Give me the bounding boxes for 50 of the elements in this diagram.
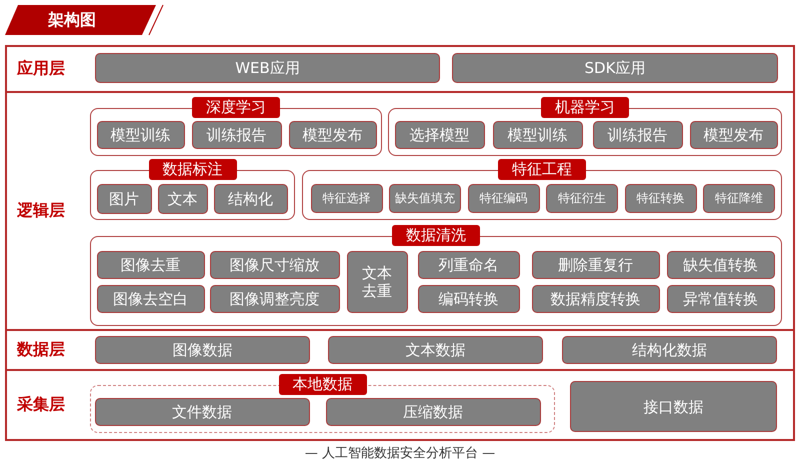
module-box: 结构化数据: [562, 336, 777, 364]
layer-label: 数据层: [17, 340, 65, 360]
module-box: 选择模型: [394, 120, 484, 148]
module-box: 缺失值转换: [666, 250, 774, 278]
module-box: 模型训练: [492, 120, 582, 148]
module-box: 图片: [96, 184, 152, 214]
module-box: 模型训练: [96, 120, 184, 148]
module-box: 模型发布: [288, 120, 376, 148]
group-heading: 深度学习: [192, 97, 280, 118]
layer-band: [5, 329, 795, 371]
module-box: 缺失值填充: [389, 184, 461, 212]
caption: — 人工智能数据安全分析平台 —: [304, 446, 496, 461]
module-box: 特征选择: [310, 184, 382, 212]
module-box: 数据精度转换: [532, 284, 660, 312]
module-box: 图像去重: [96, 250, 204, 278]
group-heading: 特征工程: [498, 159, 586, 180]
module-box: 模型发布: [690, 120, 778, 148]
layer-label: 应用层: [17, 58, 65, 80]
module-box: 文本去重: [346, 250, 408, 312]
module-box: 文本数据: [328, 336, 543, 364]
module-box: 训练报告: [192, 120, 282, 148]
module-box: 删除重复行: [532, 250, 660, 278]
module-box: 编码转换: [418, 284, 520, 312]
module-box: SDK应用: [452, 53, 778, 83]
module-box: 图像尺寸缩放: [210, 250, 340, 278]
layer-label: 逻辑层: [17, 200, 65, 222]
module-box: 特征衍生: [546, 184, 618, 212]
layer-band: [5, 91, 795, 331]
group-heading: 机器学习: [541, 97, 629, 118]
module-box: 文件数据: [94, 398, 310, 426]
layer-band: [5, 45, 795, 93]
module-box: 图像数据: [95, 336, 310, 364]
module-box: 文本: [158, 184, 208, 214]
layer-band: [5, 369, 795, 441]
module-box: 异常值转换: [666, 284, 774, 312]
module-box: 特征编码: [468, 184, 540, 212]
module-box: 列重命名: [418, 250, 520, 278]
module-box: 图像去空白: [96, 284, 204, 312]
module-box: 压缩数据: [326, 398, 540, 426]
module-box: 训练报告: [592, 120, 682, 148]
module-box: 特征降维: [703, 184, 775, 212]
group-heading: 本地数据: [278, 374, 366, 395]
group-heading: 数据清洗: [392, 225, 480, 246]
module-box: 特征转换: [624, 184, 696, 212]
group-heading: 数据标注: [148, 159, 236, 180]
module-box: 结构化: [214, 184, 288, 214]
layer-label: 采集层: [17, 394, 65, 416]
module-box: 图像调整亮度: [210, 284, 340, 312]
module-box: WEB应用: [95, 53, 440, 83]
module-box: 接口数据: [570, 381, 777, 432]
